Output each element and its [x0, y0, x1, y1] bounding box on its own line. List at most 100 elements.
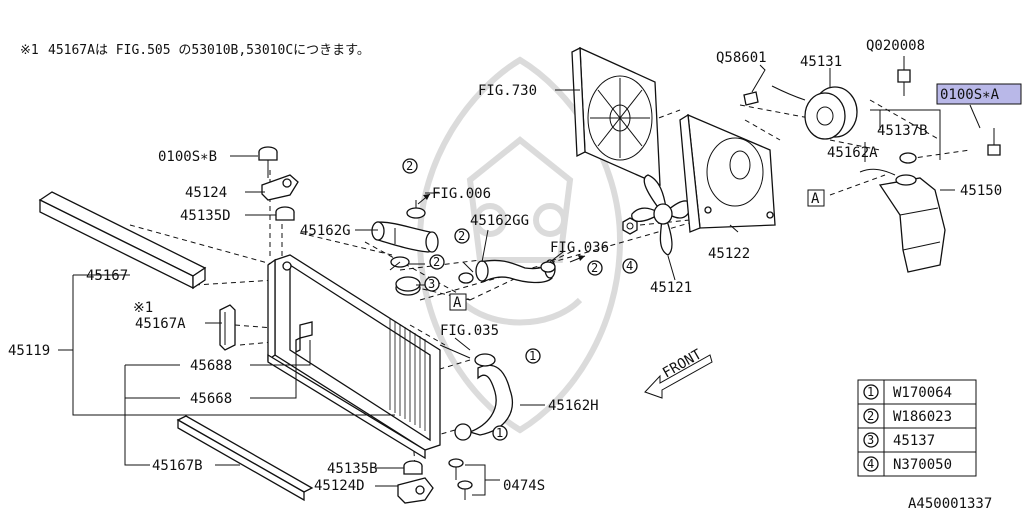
svg-text:2: 2 [406, 159, 413, 173]
radiator-bar-45167 [38, 191, 207, 290]
svg-text:4: 4 [867, 457, 874, 471]
clamp-45162gg-left [458, 272, 474, 284]
label-ref-a-center: A [453, 295, 462, 311]
label-0474s: 0474S [503, 478, 545, 494]
figure-id: A450001337 [908, 496, 992, 512]
label-front: FRONT [660, 346, 705, 381]
svg-text:W186023: W186023 [893, 409, 952, 425]
svg-text:1: 1 [529, 349, 536, 363]
label-45150: 45150 [960, 183, 1002, 199]
callout-1-upper: 1 [525, 348, 541, 364]
fan-shroud-fig730 [571, 46, 661, 187]
svg-text:3: 3 [867, 433, 874, 447]
label-0100s-b: 0100S∗B [158, 149, 217, 165]
callout-2-gg-left: 2 [454, 228, 470, 244]
label-45668: 45668 [190, 391, 232, 407]
figure-reference-arrows [417, 193, 586, 351]
label-45121: 45121 [650, 280, 692, 296]
ref-box-a-right [807, 189, 825, 207]
callout-2-fig006: 2 [402, 158, 418, 174]
hose-45162h [454, 353, 513, 441]
label-45167a: 45167A [135, 316, 186, 332]
note-mark: ※1 [20, 43, 39, 58]
watermark-emblem [416, 56, 624, 434]
label-fig036: FIG.036 [550, 240, 609, 256]
legend-table: 1 W170064 2 W186023 3 45137 4 N370050 [857, 379, 977, 477]
legend-row: 3 45137 [863, 432, 935, 449]
connector-q58601 [743, 91, 759, 106]
svg-text:W170064: W170064 [893, 385, 952, 401]
ref-box-a-center [449, 293, 467, 311]
svg-text:3: 3 [428, 277, 435, 291]
label-45167: 45167 [86, 268, 128, 284]
fan-shroud-45122 [679, 113, 776, 233]
svg-text:2: 2 [591, 261, 598, 275]
legend-row: 1 W170064 [863, 384, 952, 401]
label-45122: 45122 [708, 246, 750, 262]
label-45124d: 45124D [314, 478, 365, 494]
bolt-0474s-b [457, 480, 473, 500]
bolt-0474s-a [448, 458, 464, 480]
label-fig006: FIG.006 [432, 186, 491, 202]
bolt-q020008 [897, 69, 911, 96]
reservoir-tank-45150 [859, 168, 946, 273]
label-45137b: 45137B [877, 123, 928, 139]
fan-motor-45131 [771, 85, 858, 140]
legend-row: 2 W186023 [863, 408, 952, 425]
svg-text:2: 2 [458, 229, 465, 243]
label-45162h: 45162H [548, 398, 599, 414]
bracket-45124d [397, 477, 434, 504]
svg-text:4: 4 [626, 259, 633, 273]
label-45688: 45688 [190, 358, 232, 374]
label-q020008: Q020008 [866, 38, 925, 54]
label-45162a: 45162A [827, 145, 878, 161]
bracket-45167a [219, 304, 236, 351]
label-45131: 45131 [800, 54, 842, 70]
label-45167b: 45167B [152, 458, 203, 474]
label-45135d: 45135D [180, 208, 231, 224]
label-q58601: Q58601 [716, 50, 767, 66]
label-45162gg: 45162GG [470, 213, 529, 229]
cushion-45135b [403, 460, 423, 475]
radiator-core [267, 254, 441, 460]
radiator-cap-45137 [395, 276, 421, 296]
fan-45121 [631, 174, 691, 256]
callout-4-nut: 4 [622, 258, 638, 274]
cap-45137b [899, 152, 917, 164]
leader-lines [58, 56, 981, 496]
bolt-0100s-b [258, 146, 278, 178]
hose-45162gg [475, 259, 556, 284]
label-45162g: 45162G [300, 223, 351, 239]
clamp-upper-a [406, 200, 426, 219]
radiator-bar-45167b [176, 415, 314, 502]
cushion-45135d [275, 206, 295, 221]
highlight-box [936, 83, 1022, 105]
svg-text:1: 1 [867, 385, 874, 399]
label-0100s-a: 0100S∗A [940, 87, 1000, 103]
note-text: 45167Aは FIG.505 の53010B,53010Cにつきます。 [48, 43, 370, 58]
clamp-45162gg-right [540, 261, 556, 273]
label-45135b: 45135B [327, 461, 378, 477]
svg-text:45137: 45137 [893, 433, 935, 449]
hose-45162g [371, 221, 439, 253]
bolt-0100s-a [987, 128, 1001, 156]
callout-2-hose-left: 2 [429, 254, 445, 270]
legend-row: 4 N370050 [863, 456, 952, 473]
label-45124-top: 45124 [185, 185, 227, 201]
label-ref-a-right: A [811, 191, 820, 207]
callout-2-fig036: 2 [587, 260, 603, 276]
label-fig730: FIG.730 [478, 83, 537, 99]
callout-3-cap: 3 [424, 276, 440, 292]
svg-text:2: 2 [867, 409, 874, 423]
front-direction-arrow [644, 354, 713, 399]
label-mark1: ※1 [133, 300, 153, 316]
svg-text:2: 2 [433, 255, 440, 269]
svg-text:N370050: N370050 [893, 457, 952, 473]
label-fig035: FIG.035 [440, 323, 499, 339]
svg-text:1: 1 [496, 426, 503, 440]
callout-1-lower: 1 [492, 425, 508, 441]
label-45119: 45119 [8, 343, 50, 359]
bracket-45124-top [261, 174, 299, 201]
nut-n370050 [622, 217, 638, 235]
